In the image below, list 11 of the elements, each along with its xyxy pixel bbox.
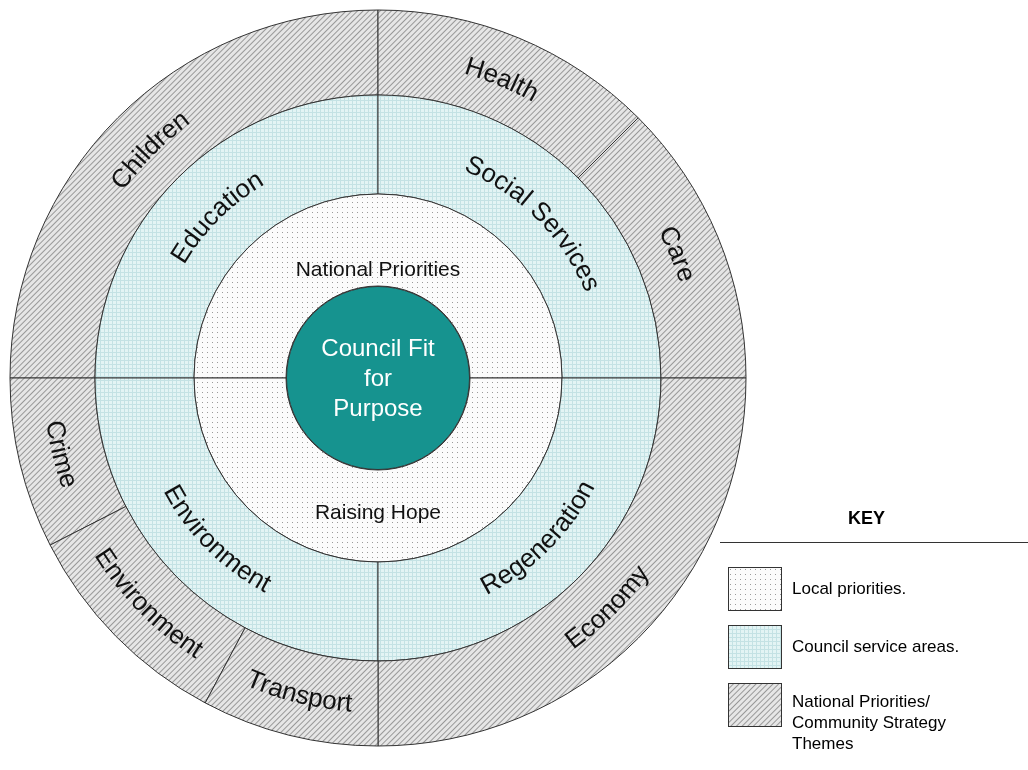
legend-label: National Priorities/ Community Strategy Themes — [792, 691, 947, 754]
legend-heading: KEY — [848, 508, 885, 529]
segment-label: Transport — [242, 662, 354, 718]
legend-label: Council service areas. — [792, 636, 961, 657]
segment-label: Health — [461, 50, 545, 108]
center-label: Council Fit for Purpose — [320, 333, 436, 423]
ring-segment — [9, 377, 127, 546]
ring-segment — [204, 627, 379, 747]
segment-label: National Priorities — [295, 256, 461, 280]
segment-label: Raising Hope — [314, 499, 442, 523]
legend-label: Local priorities. — [792, 578, 908, 599]
